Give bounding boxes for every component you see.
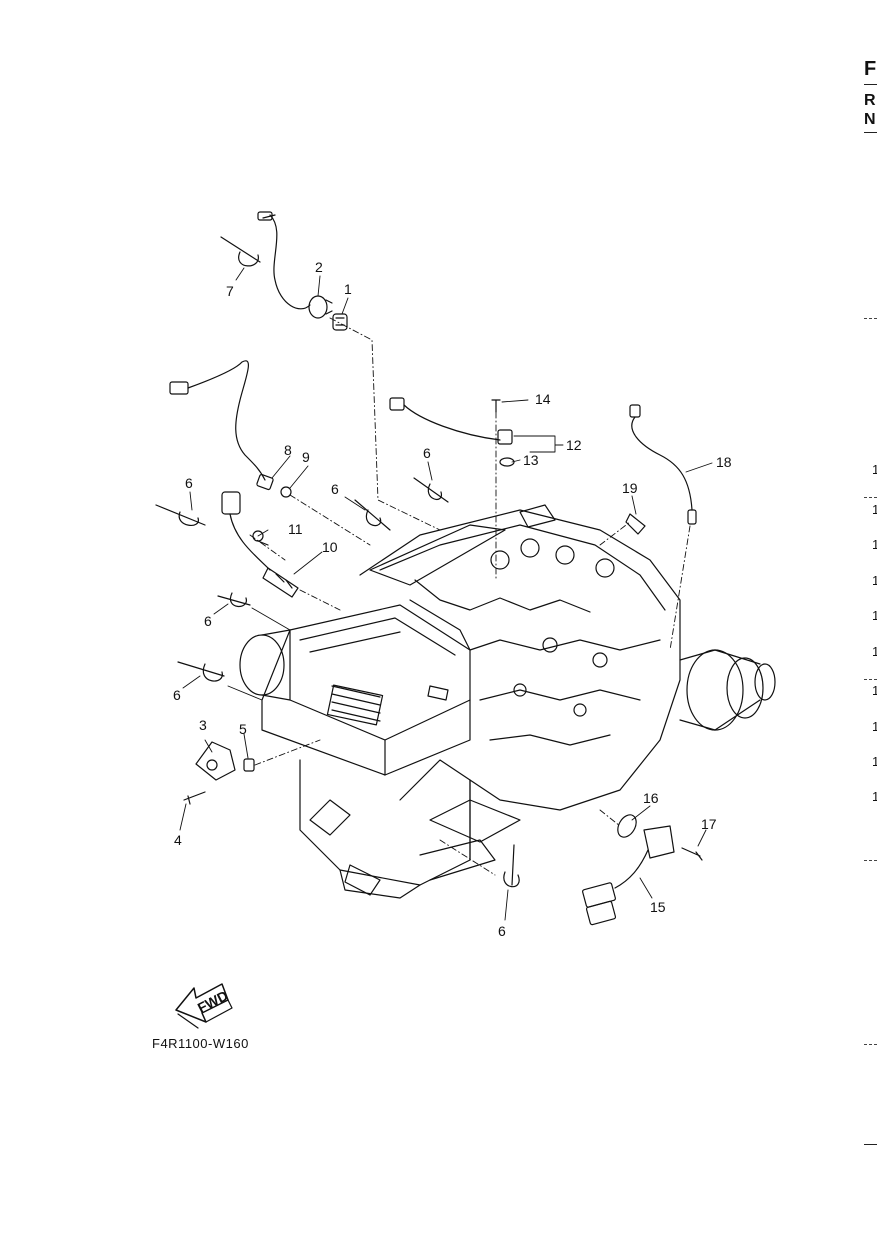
callout-16: 16 [643, 790, 659, 806]
engine-block [239, 504, 776, 899]
part-15-sensor [582, 825, 675, 926]
callouts: 1 2 3 4 5 6 6 6 6 6 6 7 8 9 10 11 12 13 … [173, 259, 732, 939]
figure-code: F4R1100-W160 [152, 1036, 249, 1051]
edge-number: 1 [872, 502, 877, 517]
edge-divider [864, 1044, 877, 1045]
edge-number: 1 [872, 644, 877, 659]
part-3-sensor [195, 741, 236, 781]
callout-3: 3 [199, 717, 207, 733]
part-14-bolt [491, 399, 501, 413]
callout-6a: 6 [423, 445, 431, 461]
callout-8: 8 [284, 442, 292, 458]
edge-header-n: N [864, 111, 876, 128]
edge-number: 1 [872, 537, 877, 552]
part-19-clip [625, 513, 646, 535]
callout-6b: 6 [331, 481, 339, 497]
part-12-sensor-lead [389, 397, 513, 445]
part-17-bolt [681, 847, 703, 861]
edge-rule [864, 1144, 877, 1145]
edge-divider [864, 318, 877, 319]
part-6-bands [155, 477, 520, 888]
callout-6e: 6 [173, 687, 181, 703]
part-1-nut [332, 313, 348, 331]
callout-10: 10 [322, 539, 338, 555]
edge-rule [864, 84, 877, 85]
callout-11: 11 [288, 521, 303, 537]
part-10-sensor [221, 491, 299, 598]
callout-6d: 6 [204, 613, 212, 629]
callout-14: 14 [535, 391, 551, 407]
callout-5: 5 [239, 721, 247, 737]
edge-number: 1 [872, 789, 877, 804]
leader-lines [179, 267, 713, 921]
fwd-arrow [175, 983, 233, 1029]
callout-19: 19 [622, 480, 638, 496]
callout-13: 13 [523, 452, 539, 468]
edge-header-f: F [864, 58, 877, 80]
edge-divider [864, 679, 877, 680]
edge-number: 1 [872, 462, 877, 477]
callout-18: 18 [716, 454, 732, 470]
callout-2: 2 [315, 259, 323, 275]
part-8-sensor [169, 360, 274, 491]
edge-number: 1 [872, 719, 877, 734]
edge-header-r: R [864, 92, 876, 109]
part-5-collar [243, 758, 255, 772]
edge-number: 1 [872, 573, 877, 588]
callout-12: 12 [566, 437, 582, 453]
callout-17: 17 [701, 816, 717, 832]
part-9-washer [280, 486, 292, 498]
edge-divider [864, 497, 877, 498]
part-13-oring [499, 457, 515, 467]
edge-number: 1 [872, 754, 877, 769]
callout-7: 7 [226, 283, 234, 299]
callout-9: 9 [302, 449, 310, 465]
callout-6c: 6 [185, 475, 193, 491]
edge-rule [864, 132, 877, 133]
edge-divider [864, 860, 877, 861]
part-7-band [220, 236, 261, 267]
part-16-oring [617, 814, 637, 838]
edge-number: 1 [872, 608, 877, 623]
part-2-sensor-lead [257, 211, 333, 319]
callout-4: 4 [174, 832, 182, 848]
part-4-bolt [183, 791, 206, 805]
callout-6f: 6 [498, 923, 506, 939]
callout-15: 15 [650, 899, 666, 915]
callout-1: 1 [344, 281, 352, 297]
part-18-sensor-lead [629, 404, 697, 525]
edge-number: 1 [872, 683, 877, 698]
